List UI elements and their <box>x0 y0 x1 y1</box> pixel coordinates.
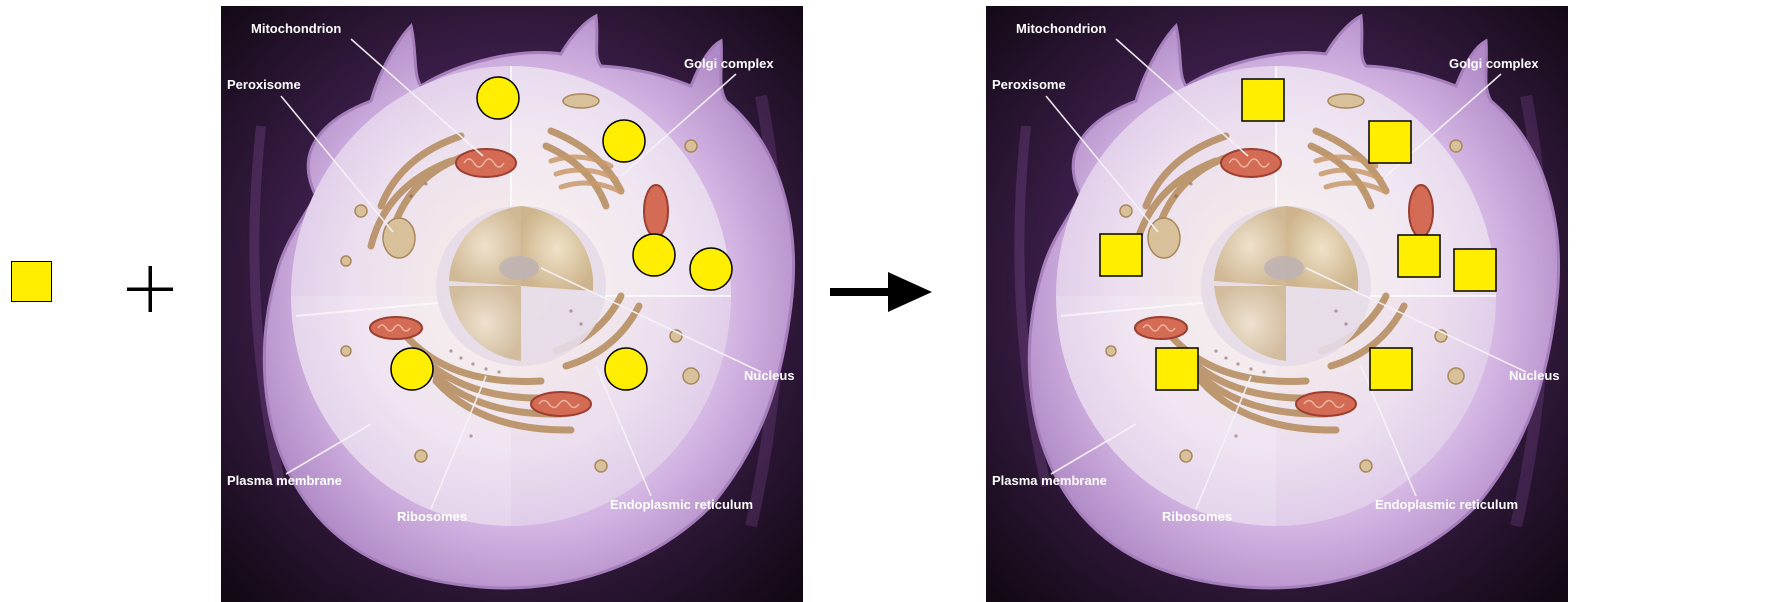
label-mitochondrion: Mitochondrion <box>251 21 341 36</box>
legend-square-icon <box>11 261 52 302</box>
label-ribosomes: Ribosomes <box>1162 509 1232 524</box>
marker-square <box>1454 249 1496 291</box>
label-nucleus: Nucleus <box>744 368 795 383</box>
marker-square <box>1100 234 1142 276</box>
label-mitochondrion: Mitochondrion <box>1016 21 1106 36</box>
marker-square <box>1156 348 1198 390</box>
label-er: Endoplasmic reticulum <box>610 497 753 512</box>
marker-circle <box>603 120 645 162</box>
marker-circle <box>633 234 675 276</box>
marker-square <box>1369 121 1411 163</box>
label-nucleus: Nucleus <box>1509 368 1560 383</box>
cell-diagram-circles: Mitochondrion Golgi complex Peroxisome N… <box>221 6 803 602</box>
cell-diagram-squares: Mitochondrion Golgi complex Peroxisome N… <box>986 6 1568 602</box>
marker-square <box>1370 348 1412 390</box>
label-ribosomes: Ribosomes <box>397 509 467 524</box>
label-golgi: Golgi complex <box>1449 56 1539 71</box>
label-plasma-membrane: Plasma membrane <box>227 473 342 488</box>
right-arrow-icon <box>830 270 932 314</box>
marker-circle <box>690 248 732 290</box>
label-plasma-membrane: Plasma membrane <box>992 473 1107 488</box>
marker-circle <box>391 348 433 390</box>
marker-square <box>1242 79 1284 121</box>
label-peroxisome: Peroxisome <box>992 77 1066 92</box>
marker-circle <box>605 348 647 390</box>
marker-square <box>1398 235 1440 277</box>
plus-icon <box>127 266 173 312</box>
label-golgi: Golgi complex <box>684 56 774 71</box>
marker-circle <box>477 77 519 119</box>
label-peroxisome: Peroxisome <box>227 77 301 92</box>
label-er: Endoplasmic reticulum <box>1375 497 1518 512</box>
